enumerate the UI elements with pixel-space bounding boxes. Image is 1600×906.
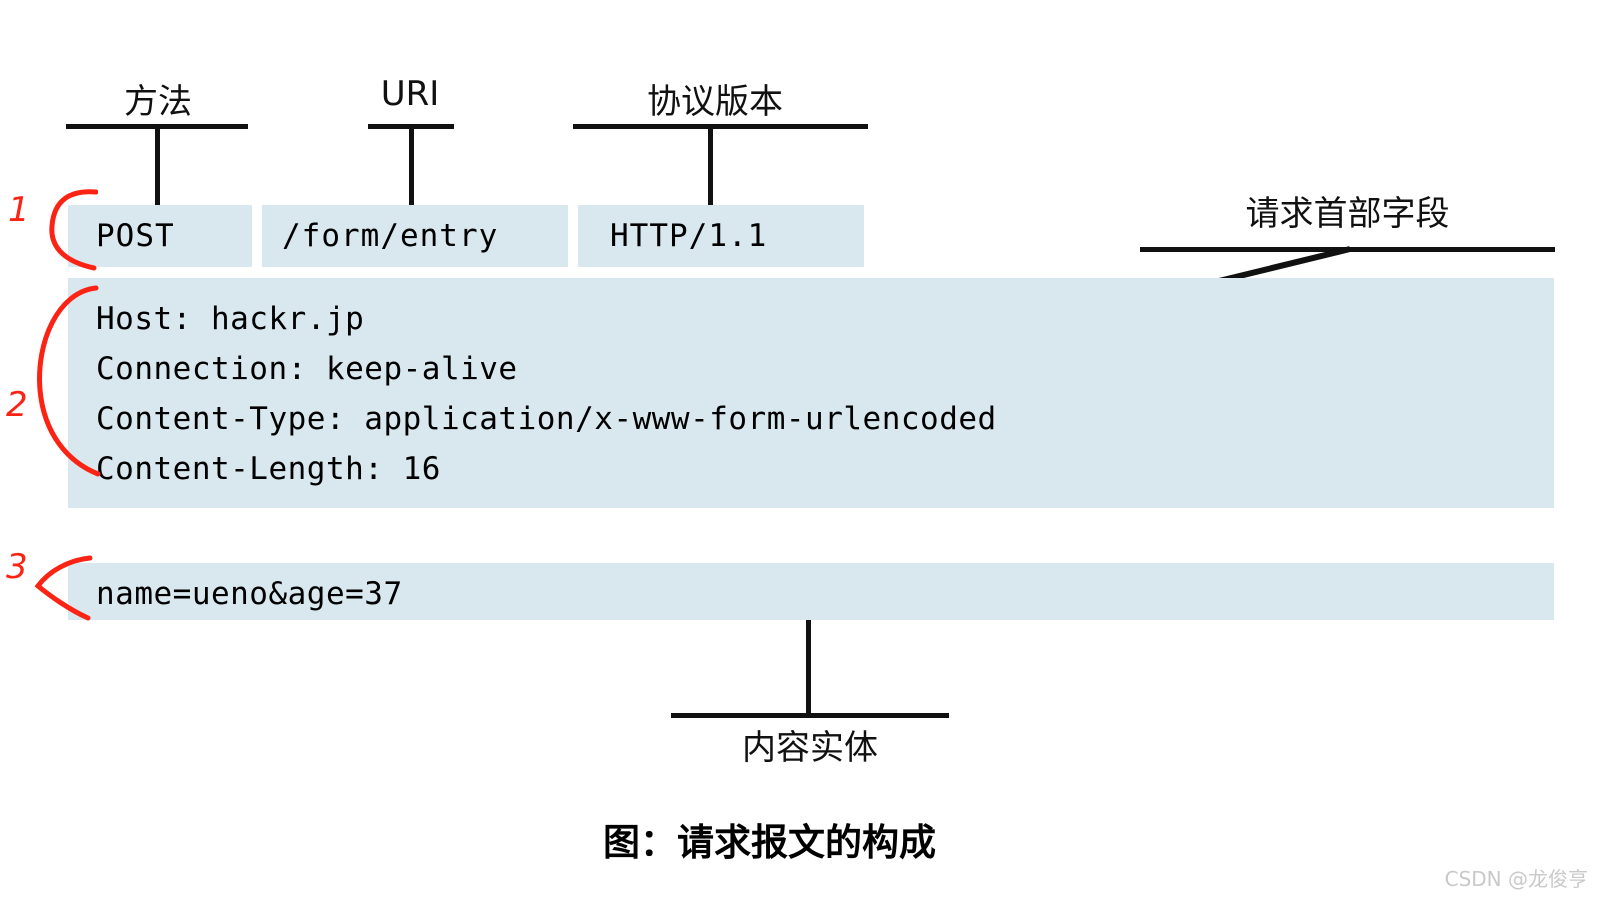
method-label-stem <box>155 124 160 206</box>
request-line-label-uri: URI <box>380 74 440 114</box>
header-line: Connection: keep-alive <box>96 351 518 387</box>
body-callout-rule <box>671 713 949 718</box>
uri-label-stem <box>409 124 414 206</box>
body-line: name=ueno&age=37 <box>96 576 403 612</box>
annotation-brace-1 <box>49 189 98 271</box>
body-callout-label: 内容实体 <box>742 728 878 768</box>
annotation-number-3: 3 <box>6 547 28 587</box>
request-line-label-method: 方法 <box>124 82 192 122</box>
request-line-uri-box: /form/entry <box>262 205 568 267</box>
header-line: Content-Type: application/x-www-form-url… <box>96 401 997 437</box>
header-line: Content-Length: 16 <box>96 451 441 487</box>
annotation-number-1: 1 <box>8 190 30 230</box>
figure-caption: 图：请求报文的构成 <box>603 821 936 864</box>
request-headers-box: Host: hackr.jp Connection: keep-alive Co… <box>68 278 1554 508</box>
version-label-stem <box>708 124 713 206</box>
request-line-label-version: 协议版本 <box>647 82 783 122</box>
annotation-brace-3 <box>34 555 93 621</box>
header-fields-callout-label: 请求首部字段 <box>1245 194 1450 234</box>
annotation-brace-2 <box>37 285 101 477</box>
body-callout-stem <box>806 620 811 715</box>
header-line: Host: hackr.jp <box>96 301 365 337</box>
annotation-number-2: 2 <box>6 385 28 425</box>
request-line-version-box: HTTP/1.1 <box>578 205 864 267</box>
version-label-rule <box>573 124 868 129</box>
request-line-method-box: POST <box>68 205 252 267</box>
csdn-watermark: CSDN @龙俊亨 <box>1444 867 1588 891</box>
request-body-box: name=ueno&age=37 <box>68 563 1554 620</box>
